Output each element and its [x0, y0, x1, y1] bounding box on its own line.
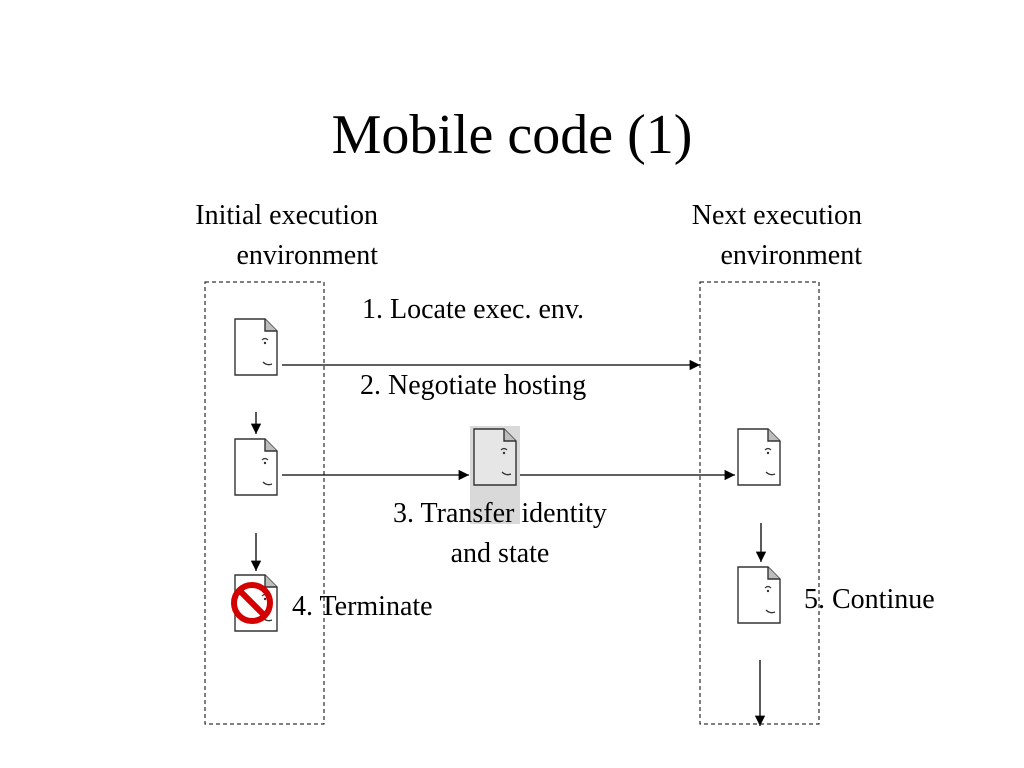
- initial-env-box: [204, 281, 325, 725]
- document-face-icon: [234, 318, 278, 376]
- next-env-box: [699, 281, 820, 725]
- step-locate-label: 1. Locate exec. env.: [362, 294, 585, 325]
- step-negotiate-label: 2. Negotiate hosting: [360, 370, 587, 401]
- document-face-icon: [473, 428, 517, 486]
- document-face-icon: [737, 566, 781, 624]
- prohibited-icon: [231, 582, 273, 624]
- step-continue-label: 5. Continue: [804, 584, 935, 615]
- initial-env-label: Initial execution environment: [150, 196, 378, 276]
- next-env-label-line1: Next execution: [691, 200, 862, 231]
- step-transfer-label-line2: and state: [450, 538, 550, 569]
- next-env-label: Next execution environment: [640, 196, 862, 276]
- next-env-label-line2: environment: [720, 240, 862, 271]
- document-face-icon: [737, 428, 781, 486]
- document-face-icon: [234, 438, 278, 496]
- step-terminate-label: 4. Terminate: [292, 591, 433, 622]
- step-transfer-label-line1: 3. Transfer identity: [393, 498, 607, 529]
- slide-title: Mobile code (1): [331, 104, 693, 166]
- initial-env-label-line1: Initial execution: [195, 200, 378, 231]
- initial-env-label-line2: environment: [236, 240, 378, 271]
